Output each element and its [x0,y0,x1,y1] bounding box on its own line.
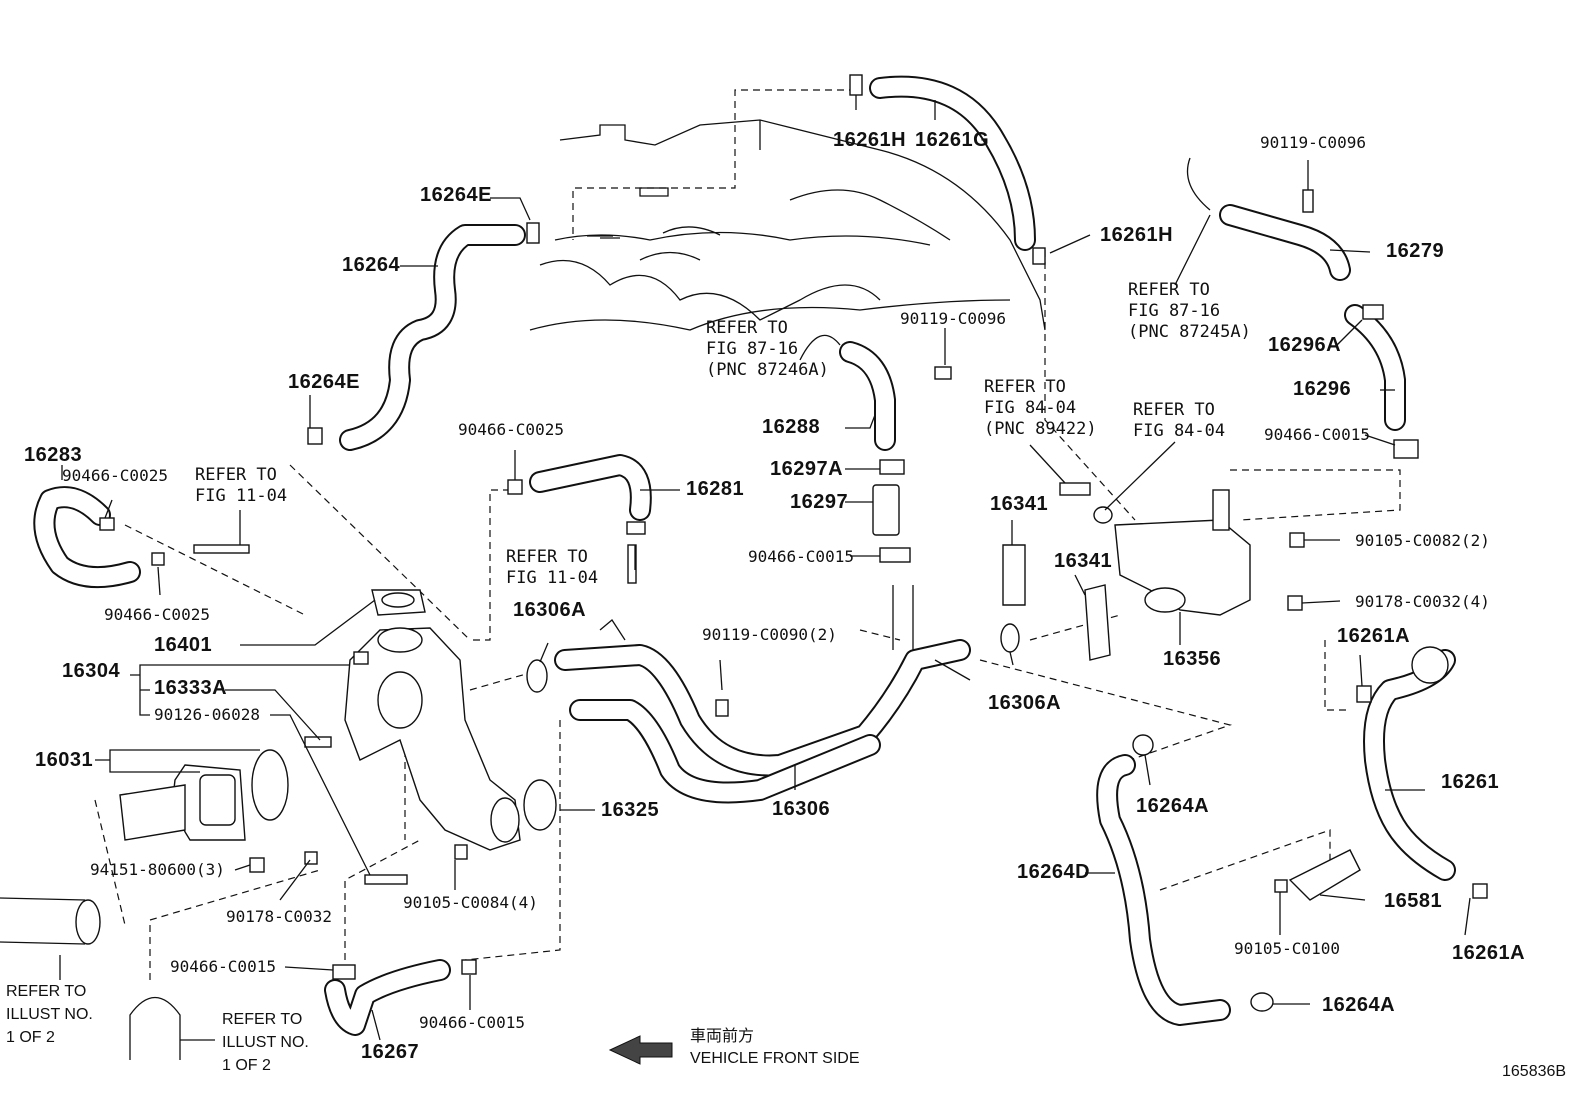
intake-manifold-outline [529,119,1046,331]
label-90466-C0015-c: 90466-C0015 [748,547,854,566]
thermostat-16031 [119,749,289,841]
hose-16288 [839,341,896,451]
hose-16296 [1344,304,1406,431]
label-90119-C0096-b: 90119-C0096 [1260,133,1366,152]
refer-fig-11-04-a: REFER TO FIG 11-04 [195,465,288,506]
hose-16264D [1096,754,1231,1026]
label-16297A: 16297A [770,458,844,480]
label-90126-06028: 90126-06028 [154,705,260,724]
label-90178-C0032-4: 90178-C0032(4) [1355,592,1490,611]
water-inlet-housing [344,589,521,851]
label-16264E-a: 16264E [420,184,492,206]
label-16281: 16281 [686,478,745,500]
label-90119-C0090: 90119-C0090(2) [702,625,837,644]
label-90466-C0015-a: 90466-C0015 [170,957,276,976]
label-16306: 16306 [772,798,831,820]
dashed-leaders [94,89,1401,980]
refer-fig-87-16-a: REFER TO FIG 87-16 (PNC 87246A) [706,318,829,380]
label-90466-C0025-b: 90466-C0025 [104,605,210,624]
solid-leaders [59,95,1471,1041]
hose-16264 [339,224,526,451]
hose-16281 [529,454,652,521]
label-16306A-a: 16306A [513,599,587,621]
label-16267: 16267 [361,1041,420,1063]
label-16341-a: 16341 [990,493,1049,515]
label-16264A-b: 16264A [1322,994,1396,1016]
hose-16279 [1219,204,1351,281]
label-90105-C0084: 90105-C0084(4) [403,893,538,912]
label-90466-C0015-d: 90466-C0015 [1264,425,1370,444]
label-90105-C0082: 90105-C0082(2) [1355,531,1490,550]
label-16261: 16261 [1441,771,1500,793]
refer-fig-87-16-b: REFER TO FIG 87-16 (PNC 87245A) [1128,280,1251,342]
label-16264A-a: 16264A [1136,795,1210,817]
label-16296: 16296 [1293,378,1352,400]
hose-16283 [33,486,141,589]
label-16581: 16581 [1384,890,1443,912]
label-16264: 16264 [342,254,401,276]
refer-illust-b: REFER TO ILLUST NO. 1 OF 2 [222,1011,309,1074]
label-90466-C0025-c: 90466-C0025 [458,420,564,439]
label-16264E-b: 16264E [288,371,360,393]
label-16304: 16304 [62,660,121,682]
label-16261A-a: 16261A [1337,625,1411,647]
label-90105-C0100: 90105-C0100 [1234,939,1340,958]
pipe-16306 [554,585,971,804]
label-16401: 16401 [154,634,213,656]
refer-illust-a: REFER TO ILLUST NO. 1 OF 2 [6,983,93,1046]
label-90119-C0096-a: 90119-C0096 [900,309,1006,328]
label-16297: 16297 [790,491,849,513]
bracket-16581 [1288,849,1361,901]
hose-16261 [1363,646,1456,881]
gaskets [523,659,557,831]
label-16333A: 16333A [154,677,228,699]
label-16283: 16283 [24,444,83,466]
water-outlet-16356 [1000,489,1251,661]
label-16306A-b: 16306A [988,692,1062,714]
label-16356: 16356 [1163,648,1222,670]
label-16288: 16288 [762,416,821,438]
refer-fig-11-04-b: REFER TO FIG 11-04 [506,547,599,588]
label-90466-C0015-b: 90466-C0015 [419,1013,525,1032]
label-16264D: 16264D [1017,861,1091,883]
fasteners [99,74,1488,1012]
figure-id: 165836B [1502,1063,1567,1080]
label-16031: 16031 [35,749,94,771]
refer-pipe-stubs [0,897,181,1060]
label-16341-b: 16341 [1054,550,1113,572]
label-16261H-right: 16261H [1100,224,1174,246]
hose-16297 [872,484,900,536]
label-90178-C0032: 90178-C0032 [226,907,332,926]
refer-fig-84-04-b: REFER TO FIG 84-04 [1133,400,1226,441]
label-16261A-b: 16261A [1452,942,1526,964]
vehicle-front-note: 車両前方 VEHICLE FRONT SIDE [690,1028,860,1067]
label-94151-80600: 94151-80600(3) [90,860,225,879]
label-16296A: 16296A [1268,334,1342,356]
refer-fig-84-04-a: REFER TO FIG 84-04 (PNC 89422) [984,377,1097,439]
label-16261G: 16261G [915,129,990,151]
label-16261H-top: 16261H [833,129,907,151]
label-90466-C0025-a: 90466-C0025 [62,466,168,485]
label-16279: 16279 [1386,240,1445,262]
label-16325: 16325 [601,799,660,821]
vehicle-front-arrow-icon [608,1035,673,1065]
hose-16267 [324,959,451,1036]
hose-16261G [869,75,1036,251]
